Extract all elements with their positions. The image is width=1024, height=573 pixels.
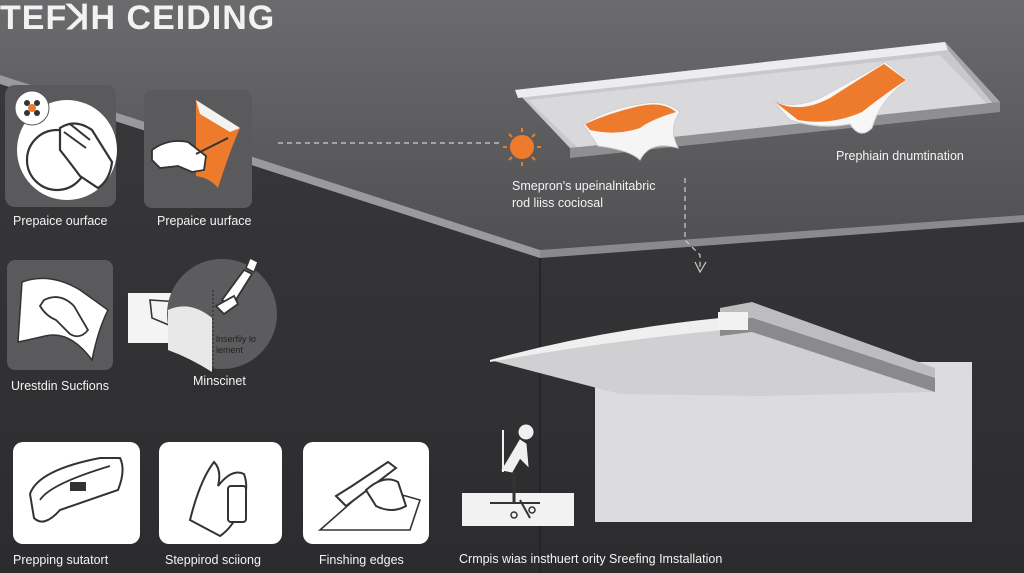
step-7-label: Finshing edges bbox=[319, 553, 404, 567]
page-title: TEFꓘH CEIDING bbox=[0, 0, 276, 37]
step-6-label: Steppirod sciiong bbox=[165, 553, 261, 567]
step-card-6 bbox=[159, 442, 282, 544]
step-2-label: Prepaice uurface bbox=[157, 214, 252, 228]
accent-marker bbox=[510, 135, 534, 159]
ceiling-panel-top bbox=[515, 42, 1000, 161]
step-3-label: Urestdin Sucfions bbox=[11, 379, 109, 393]
step-1-label: Prepaice ourface bbox=[13, 214, 108, 228]
bottom-callout: Crmpis wias insthuert ority Sreefing Ims… bbox=[459, 552, 723, 566]
room-cornice bbox=[0, 75, 540, 258]
spatula-edge-icon bbox=[334, 460, 398, 508]
worker-figure bbox=[462, 424, 574, 526]
hand-stretching-sheet-icon bbox=[38, 296, 90, 338]
top-right-callout: Prephiain dnumtination bbox=[836, 149, 964, 163]
membrane-note-line-1: Smepron's upeinalnitabric bbox=[512, 179, 656, 193]
step-4-label: Minscinet bbox=[193, 374, 246, 388]
step-4-inset-note: lnserfiiy lo lement bbox=[216, 334, 257, 355]
step-card-4 bbox=[128, 256, 277, 372]
hand-applying-membrane-icon bbox=[151, 140, 207, 173]
step-card-1 bbox=[5, 85, 117, 207]
step-5-label: Prepping sutatort bbox=[13, 553, 109, 567]
step-card-5 bbox=[13, 442, 140, 544]
membrane-note-line-2: rod liiss cociosal bbox=[512, 196, 604, 210]
step-card-2 bbox=[144, 90, 252, 208]
step-card-7 bbox=[303, 442, 429, 544]
step-card-3 bbox=[7, 260, 113, 370]
stretch-ceiling-install bbox=[490, 302, 972, 522]
